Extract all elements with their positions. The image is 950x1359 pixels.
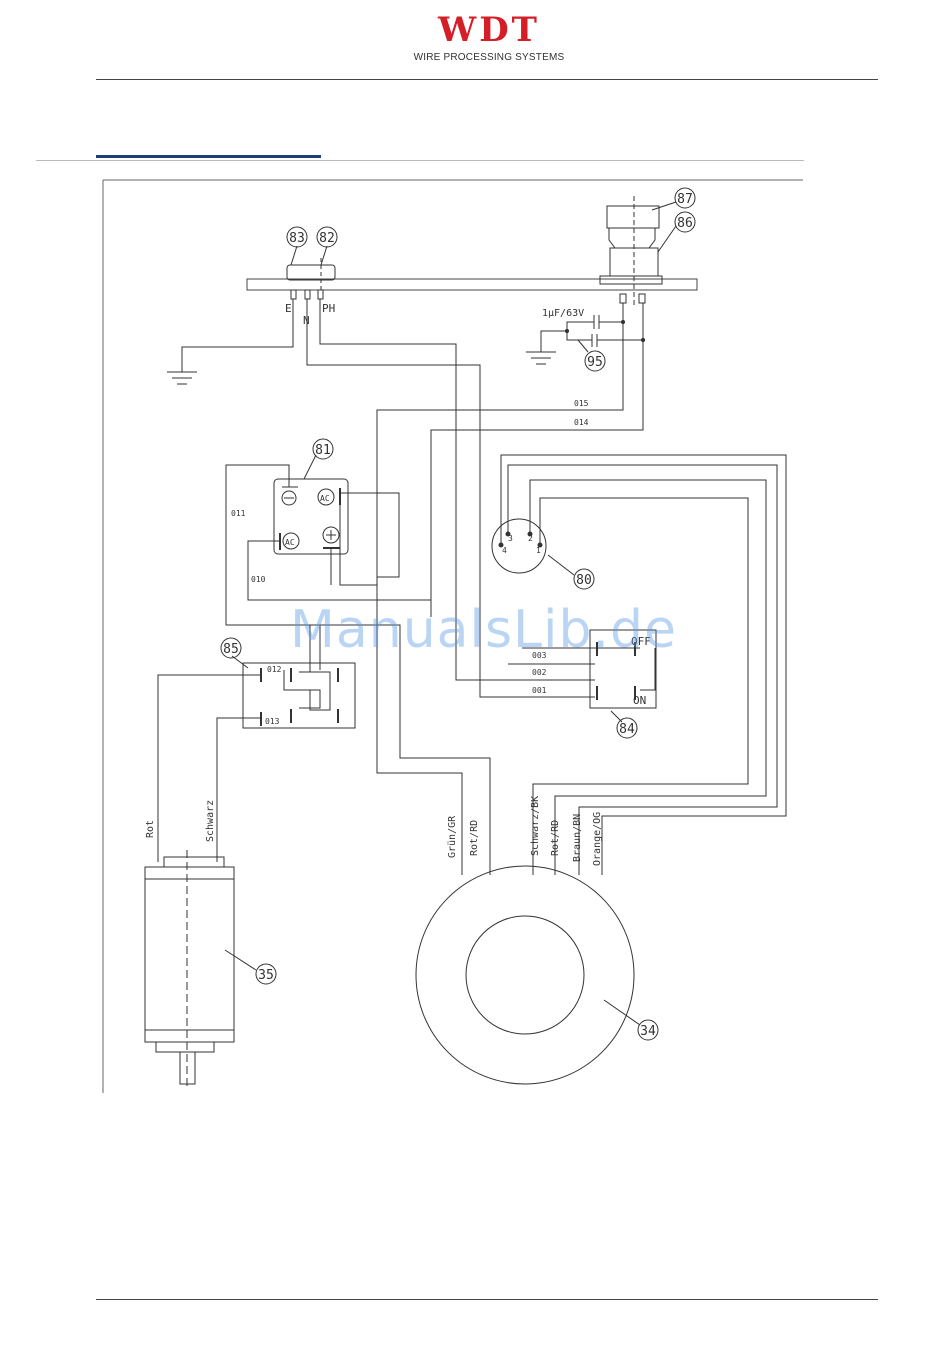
capacitor-label: 1µF/63V bbox=[542, 308, 584, 319]
motor-wire-schwarz: Schwarz bbox=[205, 800, 216, 842]
svg-text:81: 81 bbox=[315, 443, 331, 458]
svg-text:80: 80 bbox=[576, 573, 592, 588]
toroid-wire-label: Rot/RD bbox=[550, 820, 561, 856]
svg-text:84: 84 bbox=[619, 722, 635, 737]
callout-95: 95 bbox=[585, 351, 605, 371]
callout-35: 35 bbox=[256, 964, 276, 984]
toroid-wire-label: Braun/BN bbox=[572, 814, 583, 862]
callout-86: 86 bbox=[675, 212, 695, 232]
relay-ac-left: AC bbox=[285, 538, 295, 547]
callout-84: 84 bbox=[617, 718, 637, 738]
svg-text:34: 34 bbox=[640, 1024, 656, 1039]
pin-2: 2 bbox=[528, 534, 533, 543]
wire-014 bbox=[431, 303, 643, 617]
terminal-e-label: E bbox=[285, 302, 292, 315]
block-85 bbox=[158, 625, 355, 862]
terminal-ph-label: PH bbox=[322, 302, 335, 315]
wire-013-label: 013 bbox=[265, 717, 280, 726]
fuse-holder bbox=[600, 196, 676, 305]
wire-011-label: 011 bbox=[231, 509, 246, 518]
callout-85: 85 bbox=[221, 638, 241, 658]
svg-text:83: 83 bbox=[289, 231, 305, 246]
wire-015 bbox=[340, 303, 623, 585]
svg-text:87: 87 bbox=[677, 192, 693, 207]
callout-80: 80 bbox=[574, 569, 594, 589]
wire-002-label: 002 bbox=[532, 668, 547, 677]
wire-relay-ac bbox=[340, 493, 462, 875]
pin-4: 4 bbox=[502, 546, 507, 555]
motor-wire-rot: Rot bbox=[145, 820, 156, 838]
callout-83: 83 bbox=[287, 227, 307, 247]
earth-wire bbox=[167, 299, 293, 384]
wire-011 bbox=[226, 465, 490, 875]
callout-34: 34 bbox=[638, 1020, 658, 1040]
toroid-transformer-34 bbox=[416, 866, 640, 1084]
svg-text:95: 95 bbox=[587, 355, 603, 370]
toroid-wire-label: Schwarz/BK bbox=[530, 796, 541, 856]
toroid-wire-label: Grün/GR bbox=[447, 815, 458, 858]
callout-87: 87 bbox=[675, 188, 695, 208]
relay-ac-top: AC bbox=[320, 494, 330, 503]
switch-on-label: ON bbox=[633, 694, 646, 707]
power-inlet bbox=[287, 246, 335, 299]
pin-3: 3 bbox=[508, 534, 513, 543]
wire-015-label: 015 bbox=[574, 399, 589, 408]
motor-35 bbox=[145, 850, 256, 1090]
watermark: ManualsLib.de bbox=[290, 600, 677, 660]
wire-012-label: 012 bbox=[267, 665, 282, 674]
callout-81: 81 bbox=[313, 439, 333, 459]
svg-text:82: 82 bbox=[319, 231, 335, 246]
svg-text:35: 35 bbox=[258, 968, 274, 983]
toroid-wire-label: Orange/OG bbox=[592, 812, 603, 866]
wire-010-label: 010 bbox=[251, 575, 266, 584]
svg-text:86: 86 bbox=[677, 216, 693, 231]
svg-text:85: 85 bbox=[223, 642, 239, 657]
wire-001-label: 001 bbox=[532, 686, 547, 695]
pin-1: 1 bbox=[536, 546, 541, 555]
terminal-n-label: N bbox=[303, 314, 310, 327]
callout-82: 82 bbox=[317, 227, 337, 247]
toroid-wire-labels: Grün/GR Rot/RD Schwarz/BK Rot/RD Braun/B… bbox=[447, 796, 603, 866]
toroid-wire-label: Rot/RD bbox=[469, 820, 480, 856]
wire-014-label: 014 bbox=[574, 418, 589, 427]
